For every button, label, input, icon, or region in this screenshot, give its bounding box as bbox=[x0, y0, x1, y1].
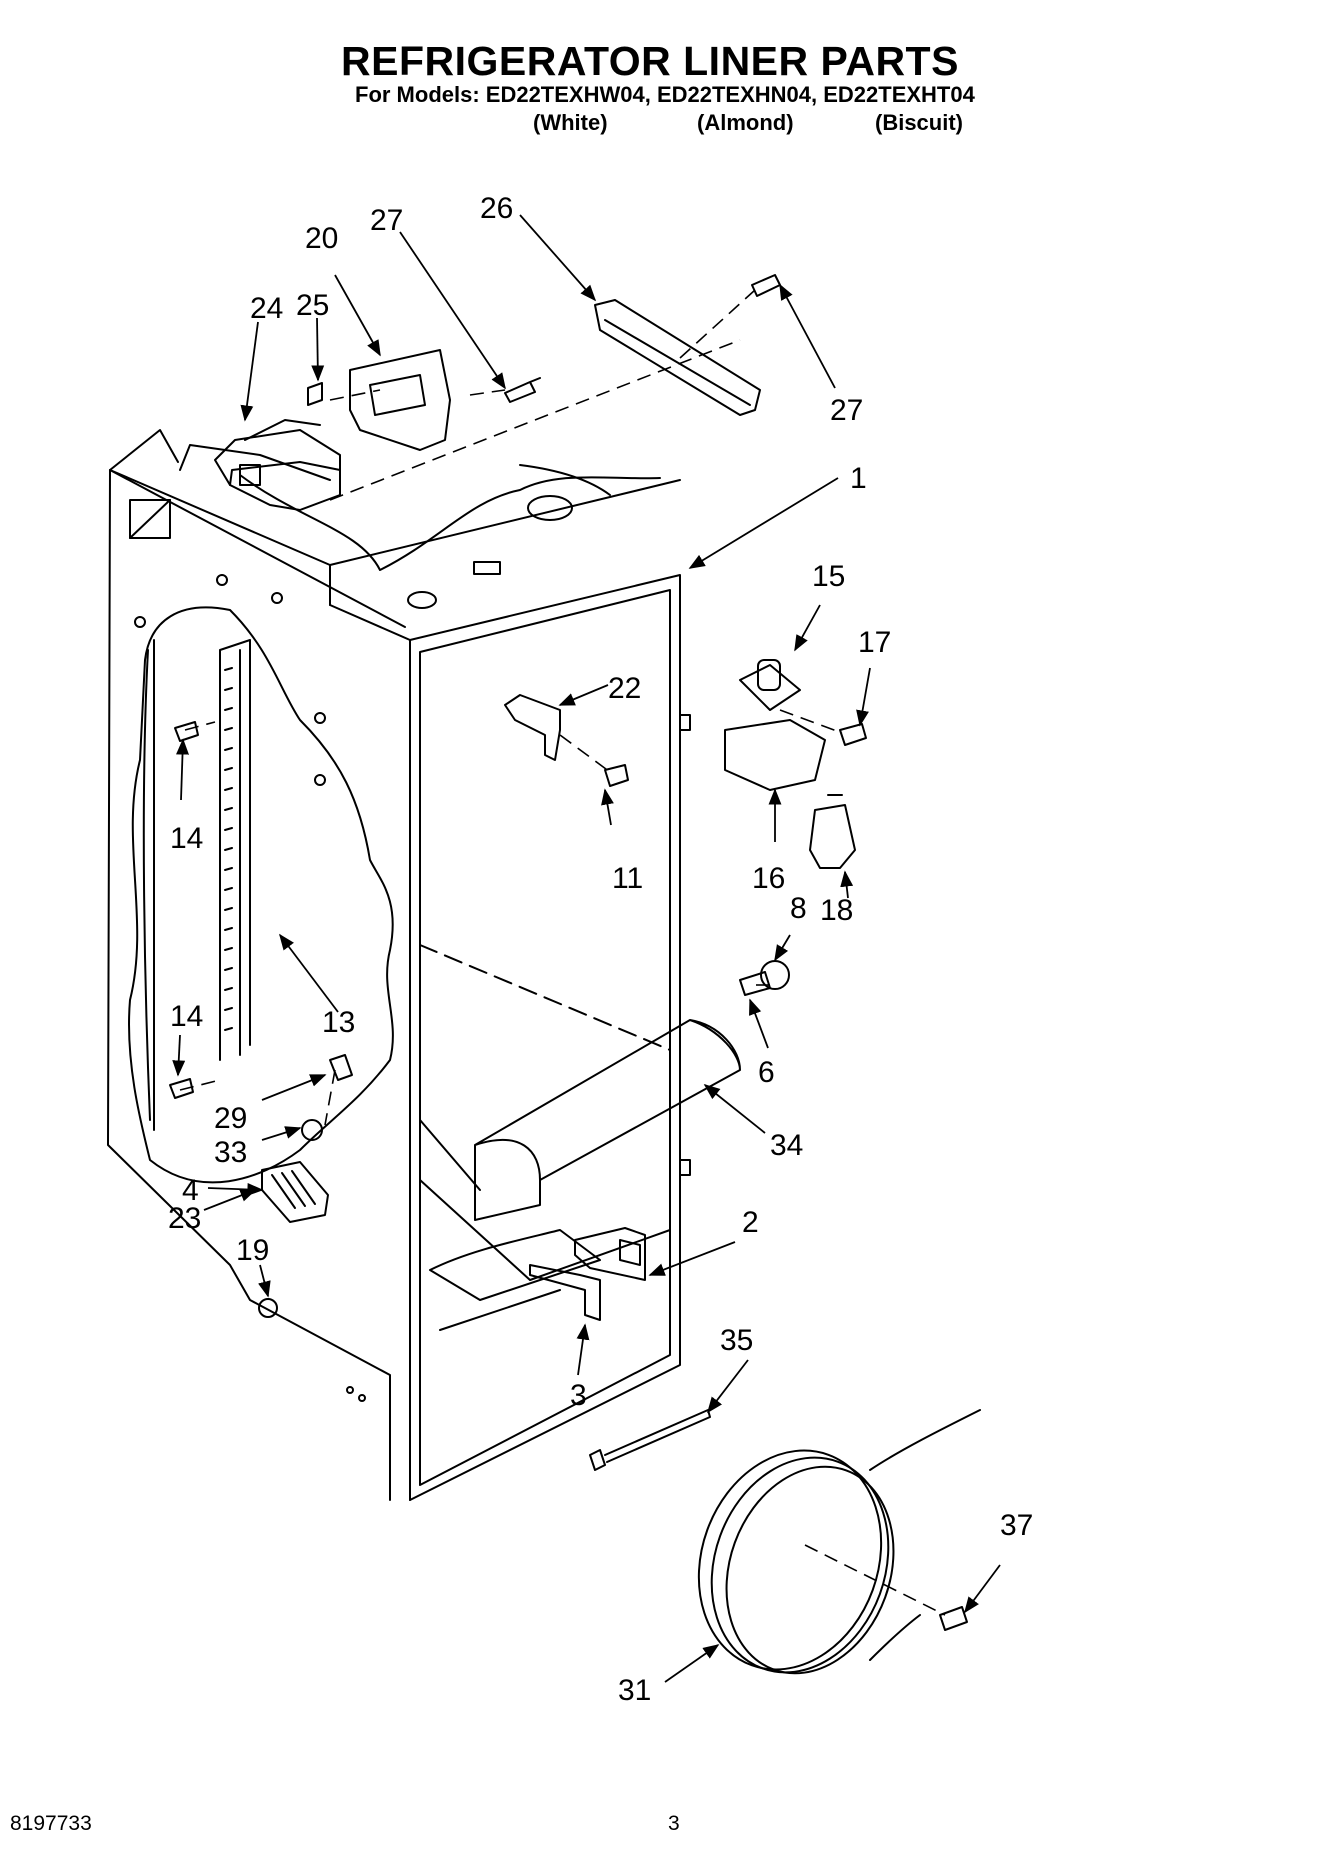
part-22-bracket bbox=[504, 694, 561, 761]
callout-22: 22 bbox=[608, 672, 641, 705]
part-27-screw-a bbox=[504, 377, 541, 403]
part-17-screw bbox=[839, 723, 867, 746]
callout-14-b: 14 bbox=[170, 1000, 203, 1033]
callout-37: 37 bbox=[1000, 1509, 1033, 1542]
callout-11: 11 bbox=[612, 862, 643, 895]
part-11-screw bbox=[604, 764, 629, 787]
callout-18: 18 bbox=[820, 894, 853, 927]
callout-26: 26 bbox=[480, 192, 513, 225]
callout-16: 16 bbox=[752, 862, 785, 895]
part-20-bracket bbox=[349, 349, 451, 451]
callout-2: 2 bbox=[742, 1206, 759, 1239]
assembly-guide-lines bbox=[179, 289, 946, 1616]
part-15-light-socket bbox=[739, 659, 801, 711]
callout-25: 25 bbox=[296, 289, 329, 322]
part-27-screw-b bbox=[751, 274, 781, 297]
part-6-screw bbox=[739, 971, 771, 996]
part-3-bracket bbox=[529, 1264, 601, 1321]
callout-8: 8 bbox=[790, 892, 807, 925]
part-24-control-housing bbox=[214, 419, 341, 511]
part-4-grille bbox=[261, 1161, 329, 1223]
callout-24: 24 bbox=[250, 292, 283, 325]
finish-almond: (Almond) bbox=[697, 110, 794, 135]
callout-19: 19 bbox=[236, 1234, 269, 1267]
leader-arrows bbox=[172, 214, 1001, 1683]
part-16-light-shield bbox=[724, 719, 826, 791]
part-26-rail bbox=[594, 299, 761, 416]
refrigerator-liner bbox=[107, 429, 691, 1501]
part-2-bracket bbox=[574, 1227, 646, 1281]
callout-27-b: 27 bbox=[830, 394, 863, 427]
callout-31: 31 bbox=[618, 1674, 651, 1707]
callout-6: 6 bbox=[758, 1056, 775, 1089]
callout-15: 15 bbox=[812, 560, 845, 593]
part-19-nut bbox=[258, 1298, 278, 1318]
part-14-screw-a bbox=[174, 721, 199, 742]
callout-27: 27 bbox=[370, 204, 403, 237]
callout-1: 1 bbox=[850, 462, 867, 495]
models-line: For Models: ED22TEXHW04, ED22TEXHN04, ED… bbox=[355, 82, 975, 107]
page-title: REFRIGERATOR LINER PARTS bbox=[341, 38, 959, 84]
callout-23: 23 bbox=[168, 1202, 201, 1235]
part-14-screw-b bbox=[169, 1078, 194, 1099]
callout-14: 14 bbox=[170, 822, 203, 855]
part-37-screw bbox=[939, 1606, 968, 1631]
callout-35: 35 bbox=[720, 1324, 753, 1357]
part-35-tie-strap bbox=[589, 1409, 711, 1471]
callout-34: 34 bbox=[770, 1129, 803, 1162]
callout-33: 33 bbox=[214, 1136, 247, 1169]
finish-biscuit: (Biscuit) bbox=[875, 110, 963, 135]
part-18-lamp bbox=[809, 794, 856, 869]
part-31-water-tubing bbox=[697, 1409, 981, 1675]
page-number: 3 bbox=[668, 1812, 680, 1835]
callout-4: 4 bbox=[182, 1174, 199, 1207]
finish-white: (White) bbox=[533, 110, 608, 135]
callout-17: 17 bbox=[858, 626, 891, 659]
callout-29: 29 bbox=[214, 1102, 247, 1135]
callout-3: 3 bbox=[570, 1379, 587, 1412]
part-29-socket bbox=[329, 1054, 353, 1081]
part-34-cover bbox=[474, 1019, 741, 1221]
part-33-bulb bbox=[301, 1119, 323, 1141]
part-25-clip bbox=[307, 382, 323, 406]
callout-13: 13 bbox=[322, 1006, 355, 1039]
part-number: 8197733 bbox=[10, 1812, 92, 1835]
callout-20: 20 bbox=[305, 222, 338, 255]
